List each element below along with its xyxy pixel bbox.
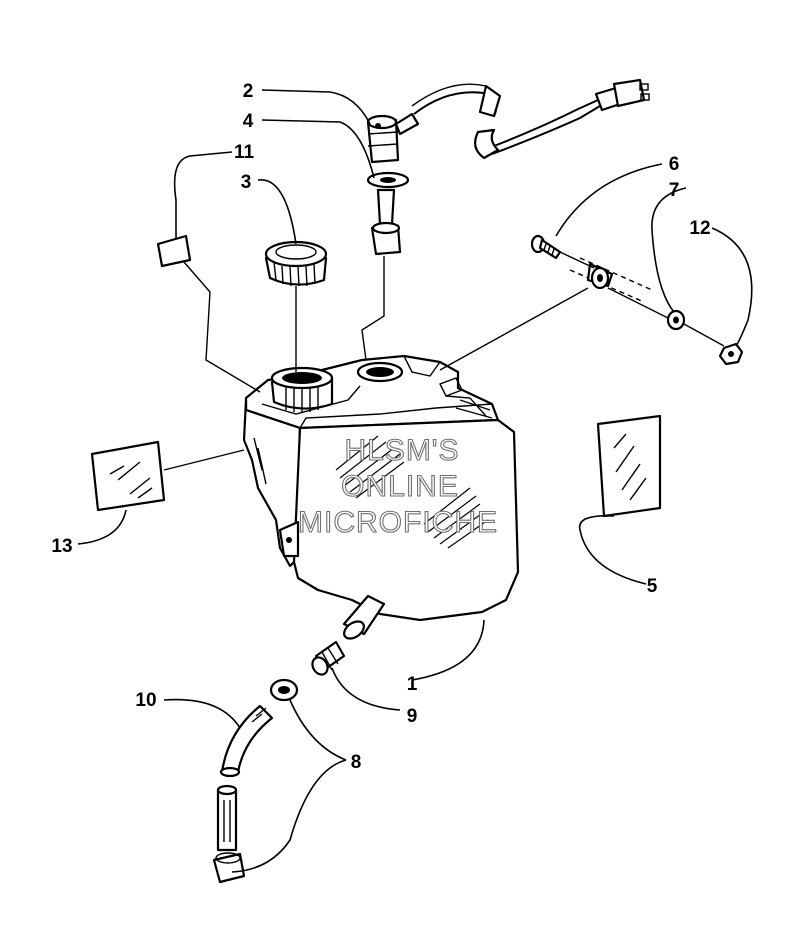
callout-10: 10 xyxy=(135,690,156,711)
callout-3: 3 xyxy=(241,172,252,193)
watermark-line-3: MICROFICHE xyxy=(298,506,498,539)
callout-numbers: 2 4 11 3 6 7 12 13 5 1 9 10 8 xyxy=(51,81,710,773)
callout-13: 13 xyxy=(51,536,72,557)
tank-part-1 xyxy=(242,354,520,640)
callout-6: 6 xyxy=(669,154,680,175)
watermark-line-1: HLSM'S xyxy=(344,434,459,467)
spacer-sleeve xyxy=(569,257,653,303)
nut-part-12 xyxy=(718,342,744,366)
decal-part-13 xyxy=(90,440,166,512)
callout-9: 9 xyxy=(407,706,418,727)
hose-part-10 xyxy=(216,704,274,852)
assembly-lines xyxy=(163,251,725,471)
clamp-part-8-upper xyxy=(269,678,299,702)
callout-4: 4 xyxy=(243,111,254,132)
callout-7: 7 xyxy=(669,180,680,201)
callout-5: 5 xyxy=(647,576,658,597)
clamp-part-8-lower xyxy=(212,852,246,884)
callout-1: 1 xyxy=(407,674,418,695)
washer-part-7 xyxy=(666,309,686,331)
gasket-part-4 xyxy=(366,171,410,189)
callout-12: 12 xyxy=(689,218,710,239)
screw-part-6 xyxy=(530,234,562,260)
watermark: HLSM'S ONLINE MICROFICHE xyxy=(297,433,498,539)
watermark-line-2: ONLINE xyxy=(341,470,459,503)
wire-harness xyxy=(411,78,650,160)
sender-tube xyxy=(370,188,402,256)
callout-leaders xyxy=(77,89,753,873)
decal-part-5 xyxy=(596,414,662,518)
callout-11: 11 xyxy=(234,142,255,163)
decal-part-11 xyxy=(156,234,192,268)
sender-part-2 xyxy=(366,112,420,164)
callout-2: 2 xyxy=(243,81,254,102)
fitting-part-9 xyxy=(311,640,346,676)
callout-8: 8 xyxy=(351,752,362,773)
filler-cap-part-3 xyxy=(264,240,328,287)
